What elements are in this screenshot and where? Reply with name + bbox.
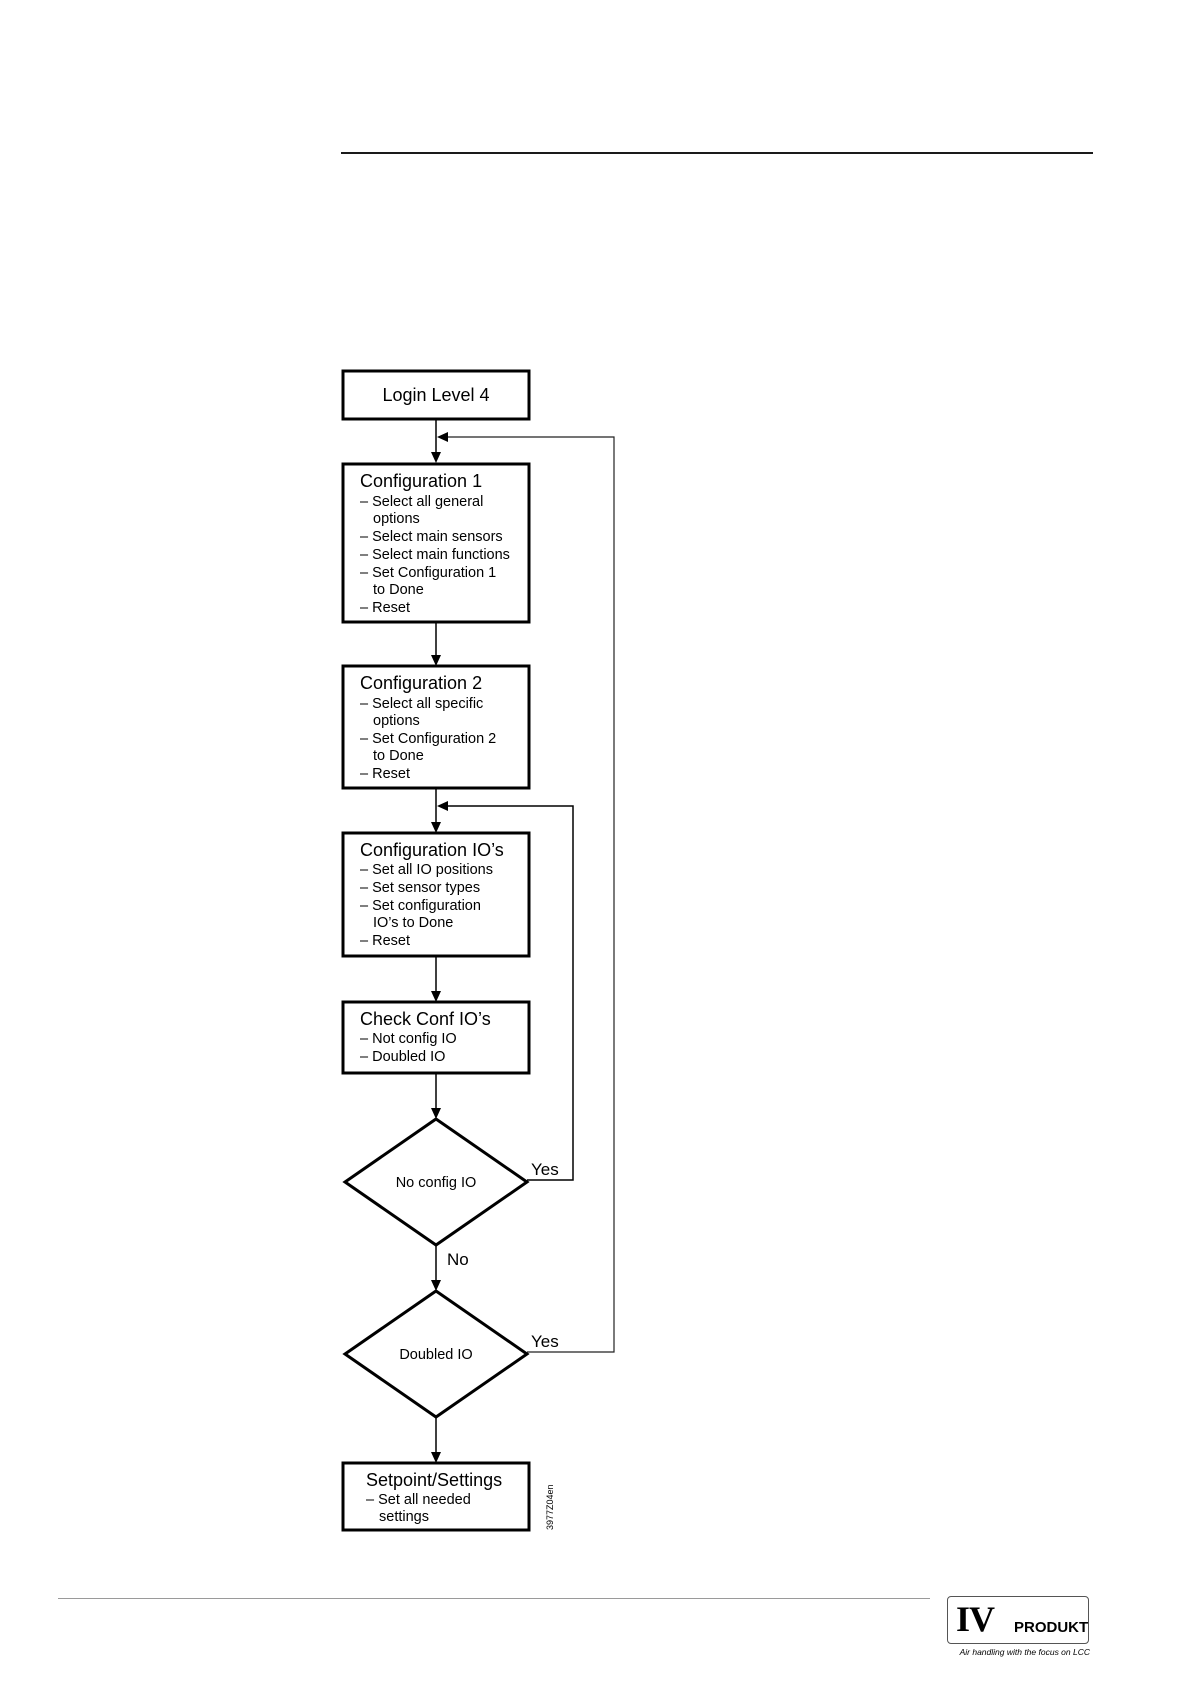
logo-mark: IV bbox=[956, 1599, 995, 1639]
setpoint-line: – Set all needed bbox=[366, 1492, 471, 1508]
decision-doubled-yes-label: Yes bbox=[531, 1332, 559, 1351]
footer-rule bbox=[58, 1598, 930, 1599]
connectors bbox=[431, 419, 615, 1463]
config-io-line: – Set configuration bbox=[360, 898, 481, 914]
check-conf-line: – Doubled IO bbox=[360, 1049, 445, 1065]
arrow-head bbox=[431, 991, 441, 1002]
login-title: Login Level 4 bbox=[382, 385, 489, 405]
loop-no-config-yes bbox=[440, 805, 574, 1181]
config1-line: – Select all general bbox=[360, 494, 483, 510]
config1-line: to Done bbox=[373, 582, 424, 598]
config2-box: Configuration 2 – Select all specific op… bbox=[341, 664, 531, 790]
arrow-head bbox=[431, 655, 441, 666]
decision-no-config-label: No config IO bbox=[396, 1175, 477, 1191]
arrow-head bbox=[431, 452, 441, 463]
decision-doubled-label: Doubled IO bbox=[399, 1347, 472, 1363]
company-logo: IV PRODUKT Air handling with the focus o… bbox=[945, 1596, 1090, 1662]
config2-title: Configuration 2 bbox=[360, 673, 482, 693]
decision-no-config-no-label: No bbox=[447, 1250, 469, 1269]
config1-line: – Select main functions bbox=[360, 547, 510, 563]
check-conf-title: Check Conf IO’s bbox=[360, 1009, 491, 1029]
config-io-title: Configuration IO’s bbox=[360, 840, 504, 860]
config1-box: Configuration 1 – Select all general opt… bbox=[341, 462, 531, 624]
loop-doubled-yes bbox=[440, 436, 615, 1353]
config2-line: to Done bbox=[373, 748, 424, 764]
config2-line: options bbox=[373, 713, 420, 729]
config1-line: – Reset bbox=[360, 600, 410, 616]
arrow-head bbox=[431, 822, 441, 833]
config1-title: Configuration 1 bbox=[360, 471, 482, 491]
config2-line: – Reset bbox=[360, 766, 410, 782]
check-conf-line: – Not config IO bbox=[360, 1031, 457, 1047]
config1-line: options bbox=[373, 511, 420, 527]
config-io-line: – Reset bbox=[360, 933, 410, 949]
check-conf-box: Check Conf IO’s – Not config IO – Double… bbox=[341, 1000, 531, 1075]
config-io-box: Configuration IO’s – Set all IO position… bbox=[341, 831, 531, 958]
arrow-head bbox=[437, 432, 448, 442]
decision-no-config: No config IO bbox=[342, 1117, 530, 1247]
logo-word: PRODUKT bbox=[1014, 1619, 1089, 1636]
config-io-line: – Set sensor types bbox=[360, 880, 480, 896]
logo-tagline: Air handling with the focus on LCC bbox=[959, 1647, 1090, 1657]
figure-code: 3977Z04en bbox=[545, 1484, 555, 1530]
config2-line: – Set Configuration 2 bbox=[360, 731, 496, 747]
header-rule bbox=[341, 152, 1093, 154]
logo-frame: IV PRODUKT bbox=[947, 1596, 1089, 1644]
decision-doubled: Doubled IO bbox=[342, 1289, 530, 1419]
login-box: Login Level 4 bbox=[341, 369, 531, 421]
config1-line: – Select main sensors bbox=[360, 529, 503, 545]
arrow-head bbox=[431, 1280, 441, 1291]
config-io-line: – Set all IO positions bbox=[360, 862, 493, 878]
arrow-head bbox=[437, 801, 448, 811]
config-io-line: IO’s to Done bbox=[373, 915, 453, 931]
setpoint-title: Setpoint/Settings bbox=[366, 1470, 502, 1490]
arrow-head bbox=[431, 1452, 441, 1463]
decision-no-config-yes-label: Yes bbox=[531, 1160, 559, 1179]
config2-line: – Select all specific bbox=[360, 696, 483, 712]
arrow-head bbox=[431, 1108, 441, 1119]
setpoint-box: Setpoint/Settings – Set all needed setti… bbox=[341, 1461, 531, 1532]
config1-line: – Set Configuration 1 bbox=[360, 565, 496, 581]
setpoint-line: settings bbox=[379, 1509, 429, 1525]
